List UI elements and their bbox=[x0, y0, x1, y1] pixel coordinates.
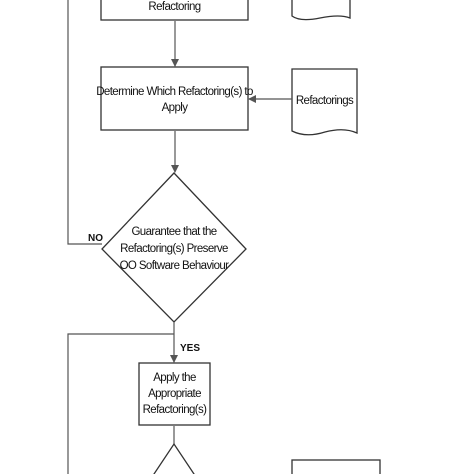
loop-back-line-bottom bbox=[67, 333, 174, 474]
refactorings-document-label: Refactorings bbox=[296, 95, 354, 107]
yes-branch-label: YES bbox=[180, 343, 200, 354]
top-right-document-shape bbox=[291, 0, 351, 21]
determine-refactoring-line-2: Apply bbox=[162, 102, 189, 114]
refactoring-process-box bbox=[100, 0, 249, 21]
apply-refactoring-box bbox=[138, 362, 211, 426]
determine-refactoring-box bbox=[100, 66, 249, 131]
determine-refactoring-line-1: Determine Which Refactoring(s) to bbox=[96, 86, 253, 98]
apply-line-3: Refactoring(s) bbox=[143, 404, 208, 416]
refactorings-document-shape bbox=[291, 68, 358, 136]
guarantee-line-2: Refactoring(s) Preserve bbox=[120, 243, 228, 255]
refactoring-process-label: Refactoring bbox=[148, 1, 200, 13]
next-decision-diamond bbox=[153, 442, 195, 474]
no-branch-label: NO bbox=[88, 233, 103, 244]
loop-back-line-top bbox=[67, 0, 102, 245]
guarantee-line-3: OO Software Behaviour bbox=[120, 260, 230, 272]
bottom-right-document-shape bbox=[291, 459, 381, 474]
apply-line-1: Apply the bbox=[153, 372, 196, 384]
guarantee-line-1: Guarantee that the bbox=[131, 226, 216, 238]
apply-line-2: Appropriate bbox=[148, 388, 201, 400]
